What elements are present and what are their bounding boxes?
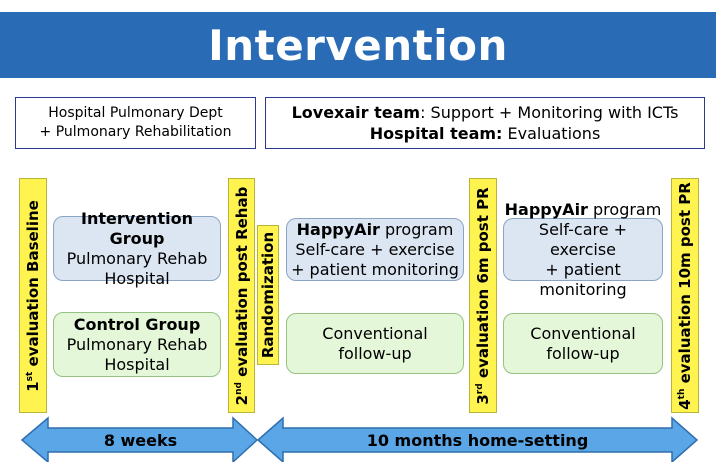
arrow-8-weeks-label: 8 weeks [103, 431, 178, 450]
happyair-2-line3: + patient monitoring [539, 259, 627, 299]
intervention-group-box: Intervention Group Pulmonary Rehab Hospi… [53, 209, 221, 288]
lovexair-team-role: : Support + Monitoring with ICTs [420, 103, 679, 122]
header-hospital-box: Hospital Pulmonary Dept + Pulmonary Reha… [15, 97, 256, 149]
randomization-label: Randomization [259, 231, 277, 359]
evaluation-4-bar: 4th evaluation 10m post PR [671, 178, 699, 413]
evaluation-3-bar: 3rd evaluation 6m post PR [469, 178, 497, 413]
timeline-arrows [20, 416, 699, 462]
control-group-line2: Pulmonary Rehab [66, 334, 208, 354]
happyair-1-line2: Self-care + exercise [295, 239, 455, 259]
evaluation-4-label: 4th evaluation 10m post PR [676, 181, 694, 410]
evaluation-1-bar: 1st evaluation Baseline [19, 178, 47, 413]
header-hospital-line2: + Pulmonary Rehabilitation [39, 124, 232, 140]
evaluation-3-label: 3rd evaluation 6m post PR [474, 186, 492, 405]
hospital-team-label: Hospital team: [369, 124, 503, 143]
control-group-title: Control Group [73, 314, 201, 334]
header-teams-box: Lovexair team: Support + Monitoring with… [265, 97, 705, 149]
arrow-10-months-label: 10 months home-setting [366, 431, 589, 450]
conventional-2-line1: Conventional [530, 323, 636, 343]
randomization-bar: Randomization [257, 225, 279, 365]
evaluation-1-label: 1st evaluation Baseline [24, 199, 42, 392]
happyair-program-box-2: HappyAir program Self-care + exercise + … [503, 200, 663, 299]
intervention-group-line3: Hospital [104, 268, 170, 288]
happyair-program-box-1: HappyAir program Self-care + exercise + … [286, 218, 464, 281]
conventional-1-line1: Conventional [322, 323, 428, 343]
happyair-2-line2: Self-care + exercise [538, 219, 628, 259]
evaluation-2-bar: 2nd evaluation post Rehab [228, 178, 255, 413]
arrow-10-months [256, 416, 699, 462]
happyair-2-title: HappyAir program [504, 199, 662, 219]
happyair-1-title: HappyAir program [296, 219, 454, 239]
conventional-followup-box-1: Conventional follow-up [286, 313, 464, 374]
header-hospital-team-line: Hospital team: Evaluations [370, 123, 601, 144]
conventional-followup-box-2: Conventional follow-up [503, 313, 663, 374]
happyair-1-line3: + patient monitoring [291, 259, 459, 279]
title-banner: Intervention [0, 12, 716, 78]
control-group-line3: Hospital [104, 354, 170, 374]
intervention-group-title: Intervention Group [81, 208, 193, 248]
intervention-group-line2: Pulmonary Rehab [66, 248, 208, 268]
header-hospital-line1: Hospital Pulmonary Dept [48, 105, 223, 121]
evaluation-2-label: 2nd evaluation post Rehab [232, 186, 251, 405]
page-title: Intervention [208, 20, 508, 70]
control-group-box: Control Group Pulmonary Rehab Hospital [53, 312, 221, 377]
header-lovexair-line: Lovexair team: Support + Monitoring with… [292, 102, 679, 123]
lovexair-team-label: Lovexair team [291, 103, 421, 122]
conventional-1-line2: follow-up [338, 343, 412, 363]
hospital-team-role: Evaluations [502, 124, 601, 143]
conventional-2-line2: follow-up [546, 343, 620, 363]
